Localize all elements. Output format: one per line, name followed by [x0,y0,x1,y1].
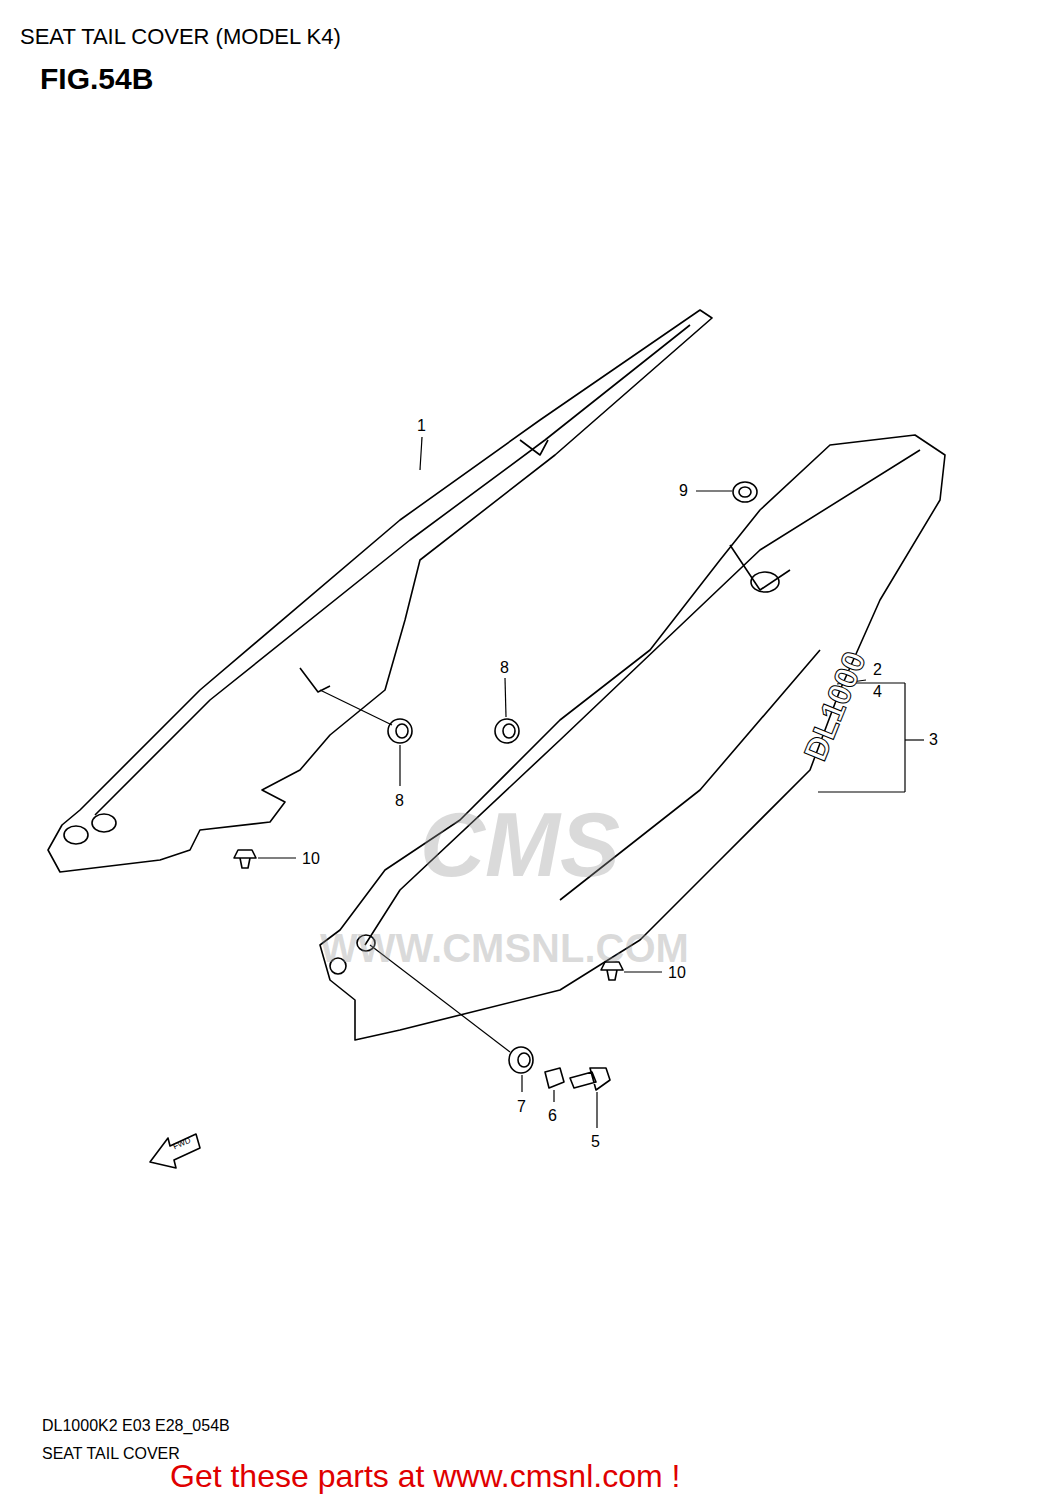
bolt [570,1068,610,1090]
grommet [509,1047,533,1073]
watermark: CMS [420,800,620,890]
page-title: SEAT TAIL COVER (MODEL K4) [20,26,341,48]
callout-number: 5 [591,1134,600,1150]
promo-text: Get these parts at www.cmsnl.com ! [170,1460,680,1492]
callout-number: 3 [929,732,938,748]
tail-cover [320,435,945,1040]
callout-number: 6 [548,1108,557,1124]
drawing-code: DL1000K2 E03 E28_054B [42,1418,230,1434]
grommet [733,482,757,502]
forward-arrow [150,1134,200,1168]
clip [234,850,256,868]
drawing-caption: SEAT TAIL COVER [42,1446,180,1462]
watermark: WWW.CMSNL.COM [320,928,689,968]
figure-number: FIG.54B [40,64,153,94]
collar [545,1068,564,1088]
callout-number: 9 [679,483,688,499]
callout-number: 10 [302,851,320,867]
callout-number: 8 [395,793,404,809]
grommet [495,719,519,743]
callout-number: 7 [517,1099,526,1115]
callout-number: 1 [417,418,426,434]
callout-number: 2 [873,662,882,678]
callout-number: 8 [500,660,509,676]
callout-number: 4 [873,684,882,700]
grommet [388,719,412,743]
